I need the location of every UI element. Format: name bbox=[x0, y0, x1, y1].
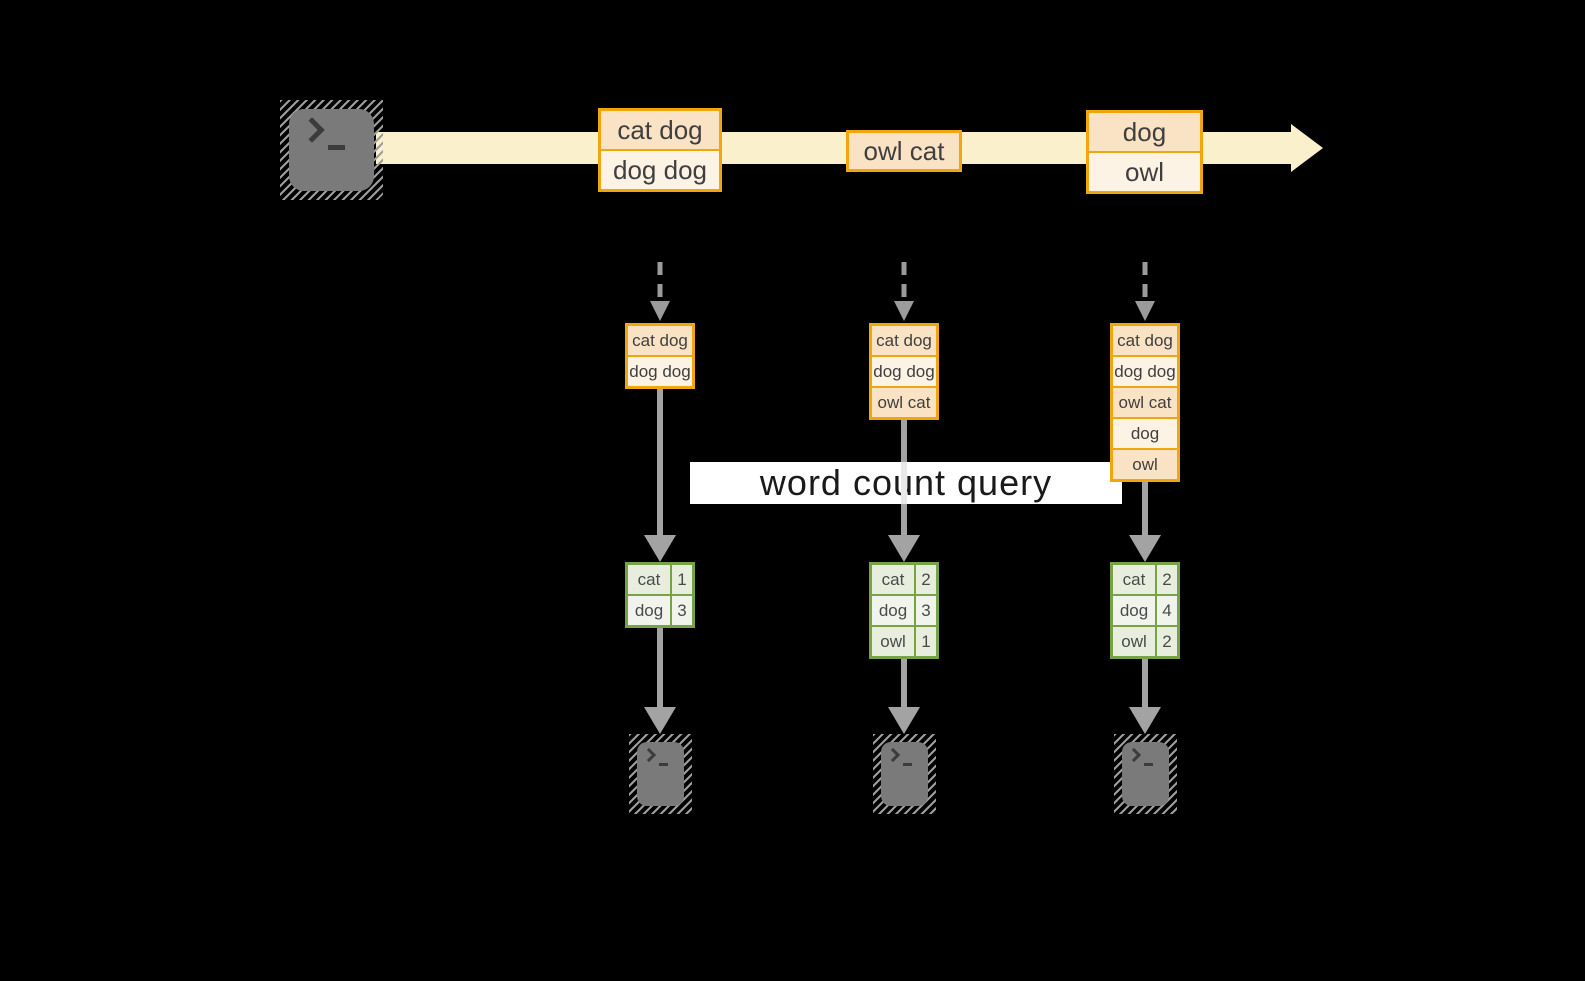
result-count: 2 bbox=[1157, 627, 1177, 656]
input-row: dog dog bbox=[1113, 357, 1177, 386]
prompt-underscore-icon bbox=[659, 763, 668, 766]
input-table-2: cat dog dog dog owl cat bbox=[869, 323, 939, 420]
batch-row: dog dog bbox=[601, 151, 719, 189]
prompt-chevron-icon bbox=[1126, 747, 1142, 763]
terminal-screen bbox=[289, 109, 374, 191]
event-stream-arrowhead-icon bbox=[1291, 124, 1323, 172]
result-table-2: cat 2 dog 3 owl 1 bbox=[869, 562, 939, 659]
prompt-underscore-icon bbox=[328, 145, 345, 150]
result-count: 2 bbox=[916, 565, 936, 594]
timeline-batch-1: cat dog dog dog bbox=[598, 108, 722, 192]
input-row: owl bbox=[1113, 450, 1177, 479]
query-arrowhead-1-icon bbox=[644, 535, 676, 562]
result-count: 3 bbox=[916, 596, 936, 625]
input-row: dog dog bbox=[628, 357, 692, 386]
batch-row: cat dog bbox=[601, 111, 719, 149]
result-count: 3 bbox=[672, 596, 692, 625]
result-word: cat bbox=[628, 565, 670, 594]
sink-terminal-icon-3 bbox=[1114, 734, 1177, 814]
prompt-chevron-icon bbox=[641, 747, 657, 763]
output-arrowhead-1-icon bbox=[644, 707, 676, 734]
result-table-1: cat 1 dog 3 bbox=[625, 562, 695, 628]
result-count: 1 bbox=[916, 627, 936, 656]
dashed-arrowhead-1-icon bbox=[650, 301, 670, 321]
input-row: cat dog bbox=[872, 326, 936, 355]
batch-row: owl cat bbox=[849, 133, 959, 169]
terminal-screen bbox=[1122, 742, 1169, 806]
input-row: cat dog bbox=[1113, 326, 1177, 355]
result-count: 4 bbox=[1157, 596, 1177, 625]
input-row: owl cat bbox=[872, 388, 936, 417]
terminal-screen bbox=[637, 742, 684, 806]
input-row: owl cat bbox=[1113, 388, 1177, 417]
dashed-arrowhead-2-icon bbox=[894, 301, 914, 321]
prompt-chevron-icon bbox=[885, 747, 901, 763]
input-row: dog bbox=[1113, 419, 1177, 448]
result-table-3: cat 2 dog 4 owl 2 bbox=[1110, 562, 1180, 659]
sink-terminal-icon-2 bbox=[873, 734, 936, 814]
terminal-screen bbox=[881, 742, 928, 806]
result-word: owl bbox=[1113, 627, 1155, 656]
query-arrowhead-3-icon bbox=[1129, 535, 1161, 562]
prompt-chevron-icon bbox=[299, 117, 325, 143]
batch-row: owl bbox=[1089, 153, 1200, 191]
batch-row: dog bbox=[1089, 113, 1200, 151]
input-row: dog dog bbox=[872, 357, 936, 386]
prompt-underscore-icon bbox=[903, 763, 912, 766]
source-terminal-icon bbox=[280, 100, 383, 200]
result-word: dog bbox=[872, 596, 914, 625]
timeline-batch-2: owl cat bbox=[846, 130, 962, 172]
timeline-batch-3: dog owl bbox=[1086, 110, 1203, 194]
result-word: cat bbox=[1113, 565, 1155, 594]
result-word: owl bbox=[872, 627, 914, 656]
query-arrowhead-2-icon bbox=[888, 535, 920, 562]
input-row: cat dog bbox=[628, 326, 692, 355]
sink-terminal-icon-1 bbox=[629, 734, 692, 814]
query-arrow-2-overlay bbox=[901, 462, 907, 504]
result-count: 2 bbox=[1157, 565, 1177, 594]
result-count: 1 bbox=[672, 565, 692, 594]
result-word: cat bbox=[872, 565, 914, 594]
input-table-1: cat dog dog dog bbox=[625, 323, 695, 389]
dashed-arrowhead-3-icon bbox=[1135, 301, 1155, 321]
prompt-underscore-icon bbox=[1144, 763, 1153, 766]
output-arrowhead-2-icon bbox=[888, 707, 920, 734]
input-table-3: cat dog dog dog owl cat dog owl bbox=[1110, 323, 1180, 482]
output-arrowhead-3-icon bbox=[1129, 707, 1161, 734]
result-word: dog bbox=[1113, 596, 1155, 625]
result-word: dog bbox=[628, 596, 670, 625]
